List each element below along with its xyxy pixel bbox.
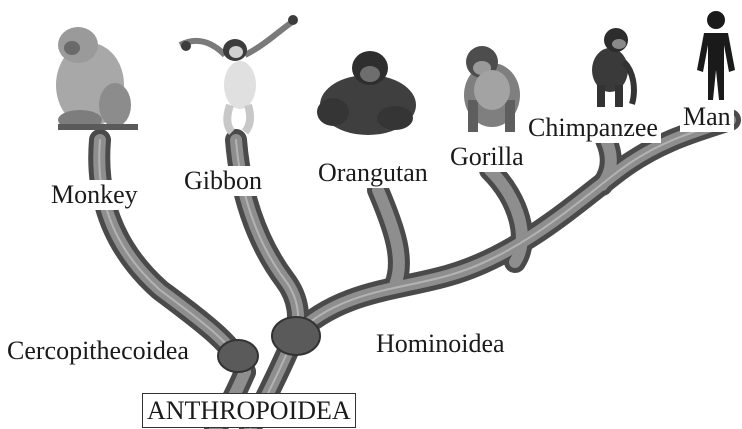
label-orangutan: Orangutan	[315, 158, 431, 188]
node-cercopithecoidea	[218, 340, 258, 372]
label-anthropoidea: ANTHROPOIDEA	[142, 393, 356, 428]
label-hominoidea: Hominoidea	[373, 329, 508, 359]
label-cercopithecoidea: Cercopithecoidea	[4, 336, 192, 366]
monkey-figure	[56, 27, 138, 130]
label-gibbon: Gibbon	[181, 166, 265, 196]
label-chimpanzee: Chimpanzee	[525, 113, 661, 143]
label-gorilla: Gorilla	[447, 142, 527, 172]
node-hominoidea	[272, 317, 320, 355]
label-monkey: Monkey	[48, 180, 141, 210]
orangutan-figure	[317, 51, 416, 135]
gorilla-figure	[464, 46, 520, 132]
chimpanzee-figure	[592, 28, 634, 107]
man-silhouette	[697, 11, 735, 100]
label-man: Man	[680, 102, 734, 132]
gibbon-figure	[180, 15, 298, 132]
